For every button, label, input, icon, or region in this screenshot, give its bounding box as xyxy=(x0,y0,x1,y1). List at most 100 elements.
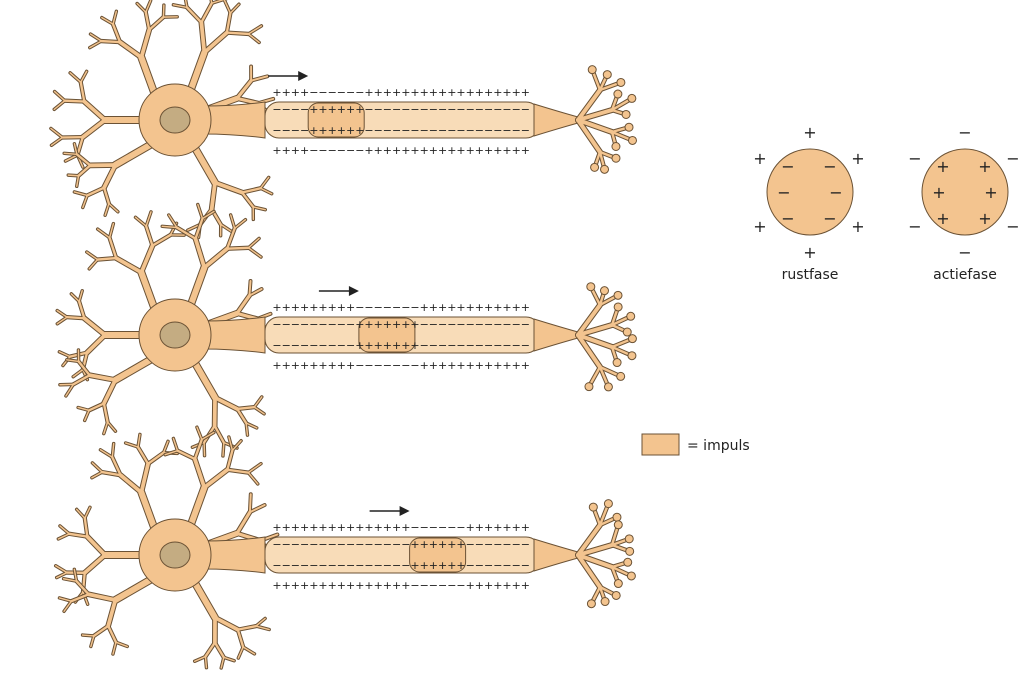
inner-charge-sign: − xyxy=(300,339,309,352)
inner-charge-sign: + xyxy=(337,103,346,116)
phase-2: −−−−−−++++++actiefase xyxy=(908,123,1019,283)
inner-charge-sign: − xyxy=(346,339,355,352)
inner-charge-sign: − xyxy=(282,318,291,331)
inner-charge-sign: − xyxy=(383,538,392,551)
neuron-group: ++−−++−−++−−++−−−−++−−++−−++−−++−−++−−++… xyxy=(49,0,637,670)
terminal-bulb xyxy=(613,520,623,530)
outer-charge-sign: − xyxy=(309,86,318,99)
inner-charge-sign: − xyxy=(484,318,493,331)
outer-charge-sign: + xyxy=(318,521,327,534)
outer-charge-sign: − xyxy=(355,359,364,372)
outer-charge-sign: − xyxy=(410,521,419,534)
inner-charge-sign: − xyxy=(521,559,530,572)
outer-charge-sign: + xyxy=(512,579,521,592)
outer-charge-sign: + xyxy=(466,301,475,314)
phase-label: rustfase xyxy=(782,267,839,283)
inner-charge-sign: + xyxy=(410,538,419,551)
inner-charge-sign: − xyxy=(392,103,401,116)
outer-charge-sign: + xyxy=(300,144,309,157)
outer-charge-sign: − xyxy=(346,144,355,157)
outer-charge-sign: − xyxy=(410,359,419,372)
outside-charge-sign: − xyxy=(958,123,971,142)
inner-charge-sign: − xyxy=(447,339,456,352)
outer-charge-sign: + xyxy=(291,144,300,157)
terminal-bulb xyxy=(603,499,613,509)
inner-charge-sign: + xyxy=(383,339,392,352)
dendrite-fill xyxy=(58,568,153,655)
inner-charge-sign: − xyxy=(374,103,383,116)
inner-charge-sign: + xyxy=(383,318,392,331)
outer-charge-sign: + xyxy=(447,359,456,372)
outer-charge-sign: + xyxy=(272,521,281,534)
outer-charge-sign: + xyxy=(502,521,511,534)
outer-charge-sign: + xyxy=(420,359,429,372)
outer-charge-sign: + xyxy=(484,359,493,372)
outer-charge-sign: + xyxy=(337,579,346,592)
outer-charge-sign: + xyxy=(272,144,281,157)
outer-charge-sign: + xyxy=(429,144,438,157)
inner-charge-sign: − xyxy=(410,103,419,116)
outer-charge-sign: + xyxy=(300,579,309,592)
inner-charge-sign: − xyxy=(493,339,502,352)
legend: = impuls xyxy=(641,433,750,456)
impulse-region xyxy=(409,537,467,573)
dendrite-fill xyxy=(50,70,146,168)
neuron-stage-3: ++−−++−−++−−++−−++−−++−−++−−++−−++−−++−−… xyxy=(53,425,636,670)
outer-charge-sign: + xyxy=(512,144,521,157)
outer-charge-sign: + xyxy=(456,301,465,314)
inner-charge-sign: − xyxy=(272,124,281,137)
inside-charge-sign: − xyxy=(777,183,790,202)
dendrite-outline xyxy=(58,348,154,436)
outer-charge-sign: + xyxy=(282,579,291,592)
outer-charge-sign: + xyxy=(300,521,309,534)
inner-charge-sign: − xyxy=(383,103,392,116)
inner-charge-sign: + xyxy=(355,103,364,116)
outer-charge-sign: + xyxy=(484,579,493,592)
outer-charge-sign: + xyxy=(392,579,401,592)
outer-charge-sign: + xyxy=(272,579,281,592)
inner-charge-sign: + xyxy=(410,559,419,572)
outside-charge-sign: − xyxy=(1006,217,1019,236)
outer-charge-sign: + xyxy=(410,144,419,157)
inner-charge-sign: + xyxy=(420,538,429,551)
outer-charge-sign: + xyxy=(337,521,346,534)
terminal-bulb xyxy=(626,311,636,321)
right-arrow-icon xyxy=(369,506,410,516)
inner-charge-sign: + xyxy=(456,538,465,551)
outer-charge-sign: + xyxy=(401,86,410,99)
dendrite-icon xyxy=(53,425,280,670)
inner-charge-sign: − xyxy=(456,103,465,116)
outer-charge-sign: + xyxy=(456,144,465,157)
legend-text: = impuls xyxy=(687,438,750,454)
outer-charge-sign: + xyxy=(337,301,346,314)
neuron-stage-1: ++−−++−−++−−++−−−−++−−++−−++−−++−−++−−++… xyxy=(49,0,637,240)
outer-charge-sign: + xyxy=(466,86,475,99)
outer-charge-sign: + xyxy=(272,301,281,314)
right-arrow-icon xyxy=(318,286,359,296)
inner-charge-sign: − xyxy=(392,124,401,137)
membrane-circle xyxy=(921,148,1009,236)
inner-charge-sign: − xyxy=(410,124,419,137)
inner-charge-sign: − xyxy=(309,559,318,572)
inner-charge-sign: − xyxy=(272,103,281,116)
terminal-bulb xyxy=(627,135,637,145)
terminal-bulb xyxy=(627,93,637,103)
impulse-region xyxy=(358,317,416,353)
inner-charge-sign: − xyxy=(493,124,502,137)
inner-charge-sign: − xyxy=(493,538,502,551)
outer-charge-sign: − xyxy=(346,86,355,99)
inside-charge-sign: − xyxy=(823,157,836,176)
outer-charge-sign: + xyxy=(392,144,401,157)
outer-charge-sign: + xyxy=(420,86,429,99)
inner-charge-sign: − xyxy=(337,538,346,551)
outer-charge-sign: + xyxy=(291,579,300,592)
inner-charge-sign: + xyxy=(364,339,373,352)
inner-charge-sign: − xyxy=(318,538,327,551)
terminal-bulb xyxy=(586,599,596,609)
phase-label: actiefase xyxy=(933,267,997,283)
terminal-fill xyxy=(576,68,634,171)
outer-charge-sign: + xyxy=(447,144,456,157)
inner-charge-sign: − xyxy=(512,538,521,551)
inner-charge-sign: + xyxy=(401,318,410,331)
inner-charge-sign: − xyxy=(502,339,511,352)
